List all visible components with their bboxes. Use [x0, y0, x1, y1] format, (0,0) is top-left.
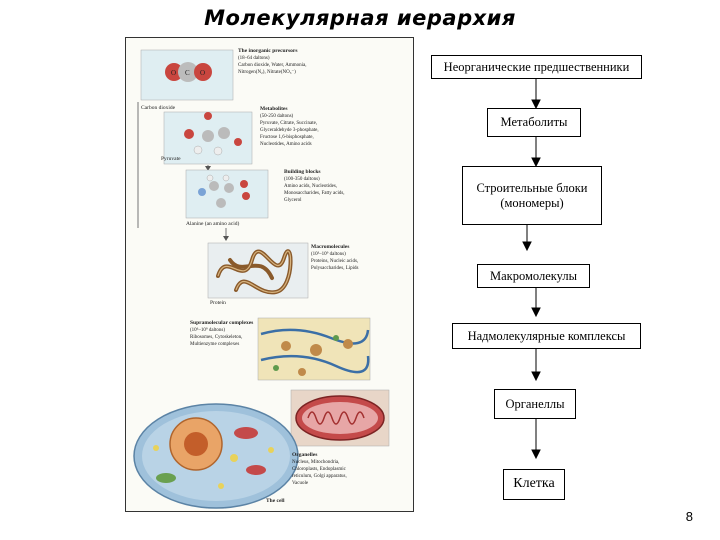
page-number: 8 — [685, 509, 693, 524]
svg-text:C: C — [185, 69, 190, 77]
level5-sub: (10⁶–10⁹ daltons) — [190, 327, 225, 333]
level3-line: Glycerol — [284, 198, 302, 203]
alanine-caption: Alanine (an amino acid) — [186, 220, 239, 227]
flow-step-building-blocks: Строительные блоки (мономеры) — [462, 166, 602, 225]
level2-line: Glyceraldehyde 3-phosphate, — [260, 128, 319, 133]
level4-line: Proteins, Nucleic acids, — [311, 259, 358, 264]
supramolecular-texture-icon — [260, 328, 370, 376]
flow-step-cell: Клетка — [503, 469, 565, 500]
level1-heading: The inorganic precursors — [238, 48, 297, 54]
svg-text:O: O — [200, 69, 205, 77]
level2-heading: Metabolites — [260, 106, 288, 112]
level2-sub: (50-250 daltons) — [260, 114, 294, 119]
alanine-molecule-icon — [198, 174, 250, 208]
level4-line: Polysaccharides, Lipids — [311, 266, 359, 271]
flow-step-metabolites: Метаболиты — [487, 108, 581, 137]
level1-sub: (18–64 daltons) — [238, 56, 270, 61]
co2-molecule-icon: O C O — [165, 62, 212, 82]
pyruvate-molecule-icon — [184, 112, 242, 156]
flow-step-macromolecules: Макромолекулы — [477, 264, 590, 288]
level6-line: Chloroplasts, Endoplasmic — [292, 467, 347, 472]
page-title: Молекулярная иерархия — [204, 6, 516, 30]
level3-line: Amino acids, Nucleotides, — [284, 184, 337, 189]
level6-line: Vacuole — [292, 481, 309, 486]
level5-line: Ribosomes, Cytoskeleton, — [190, 335, 242, 340]
flow-step-inorganic-precursors: Неорганические предшественники — [431, 55, 642, 79]
figure-illustration: O C O Carbon dioxide The inorganic precu… — [133, 48, 390, 509]
protein-caption: Protein — [210, 300, 226, 306]
level1-line: Carbon dioxide, Water, Ammonia, — [238, 63, 306, 68]
flow-step-organelles: Органеллы — [494, 389, 576, 419]
co2-caption: Carbon dioxide — [141, 105, 176, 111]
cell-illustration-icon — [133, 403, 299, 509]
level5-line: Multienzyme complexes — [190, 342, 239, 347]
level4-heading: Macromolecules — [311, 244, 349, 250]
flow-step-supramolecular-complexes: Надмолекулярные комплексы — [452, 323, 641, 349]
molecular-hierarchy-figure: O C O Carbon dioxide The inorganic precu… — [125, 37, 414, 512]
level2-line: Pyruvate, Citrate, Succinate, — [260, 121, 317, 126]
mitochondrion-icon — [295, 395, 385, 441]
level3-heading: Building blocks — [284, 169, 321, 175]
svg-text:O: O — [171, 69, 176, 77]
level6-line: reticulum, Golgi apparatus, — [292, 474, 347, 479]
level2-line: Fructose 1,6-bisphosphate, — [260, 135, 314, 140]
level5-heading: Supramolecular complexes — [190, 320, 253, 326]
level3-line: Monosaccharides, Fatty acids, — [284, 191, 345, 196]
pyruvate-caption: Pyruvate — [161, 156, 181, 162]
level6-heading: Organelles — [292, 452, 317, 458]
level2-line: Nucleotides, Amino acids — [260, 142, 312, 147]
level4-sub: (10³–10⁹ daltons) — [311, 251, 346, 257]
level6-line: Nucleus, Mitochondria, — [292, 460, 339, 465]
level1-line: Nitrogen(N₂), Nitrate(NO₃⁻) — [238, 70, 296, 75]
cell-caption: The cell — [266, 498, 285, 504]
level3-sub: (100-350 daltons) — [284, 177, 320, 182]
